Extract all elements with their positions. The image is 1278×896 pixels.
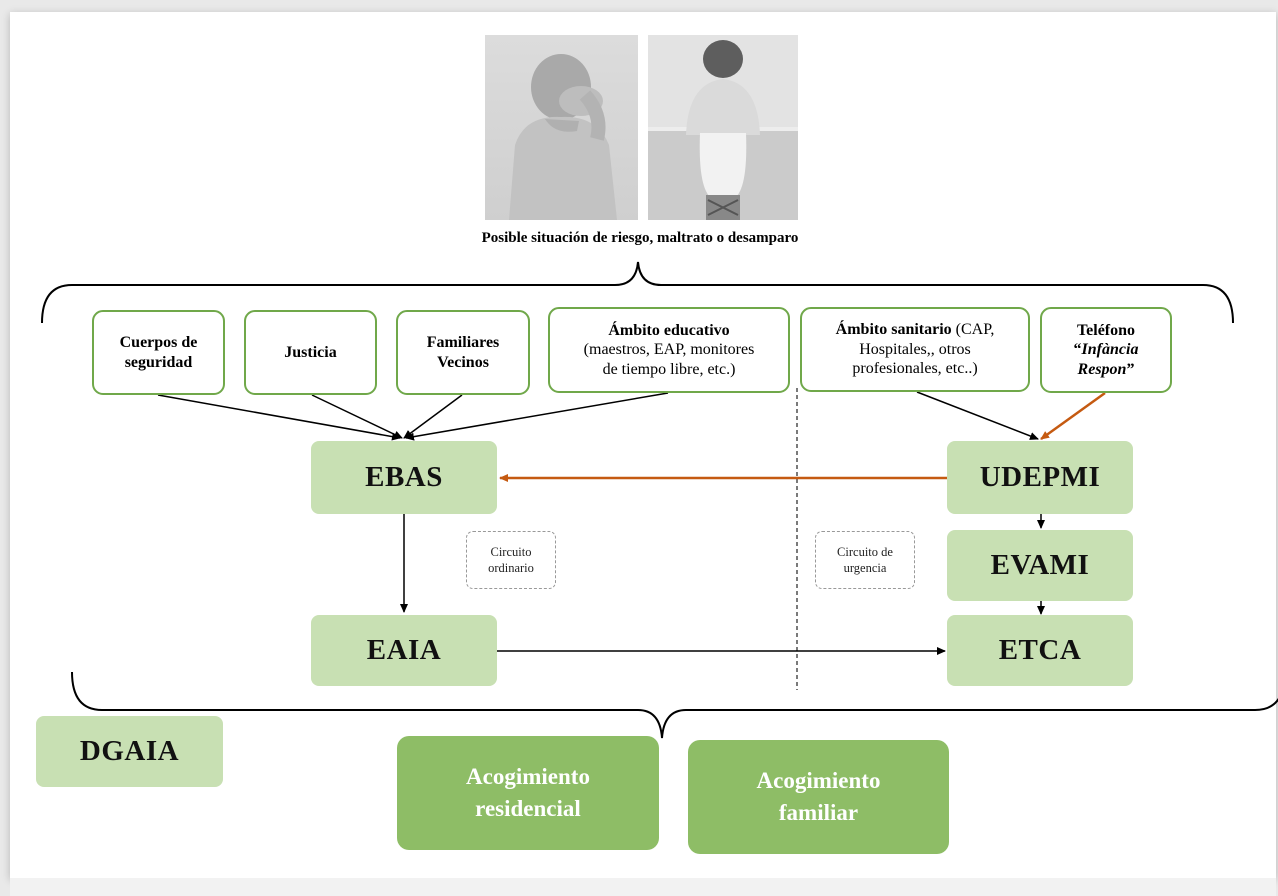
source-justice: Justicia <box>244 310 377 395</box>
team-eaia: EAIA <box>311 615 497 686</box>
photo-child-covering-ears <box>485 35 638 220</box>
photo-child-covering-ears-image <box>509 54 617 220</box>
team-evami: EVAMI <box>947 530 1133 601</box>
source-education: Ámbito educativo(maestros, EAP, monitore… <box>548 307 790 393</box>
top-brace <box>41 261 1234 324</box>
team-etca: ETCA <box>947 615 1133 686</box>
source-health: Ámbito sanitario (CAP,Hospitales,, otros… <box>800 307 1030 392</box>
team-dgaia: DGAIA <box>36 716 223 787</box>
arrow-family-to-ebas <box>403 394 463 439</box>
arrow-justice-to-ebas <box>311 394 403 439</box>
arrow-police-to-ebas <box>157 394 401 441</box>
arrow-education-to-ebas <box>405 392 669 441</box>
bottom-brace <box>71 671 1278 739</box>
page-bottom-strip <box>10 878 1276 896</box>
team-ebas: EBAS <box>311 441 497 514</box>
photo-child-at-table <box>648 35 798 220</box>
team-udepmi: UDEPMI <box>947 441 1133 514</box>
diagram-caption: Posible situación de riesgo, maltrato o … <box>481 230 799 246</box>
photo-child-at-table-image <box>648 35 798 220</box>
arrow-phone-to-udepmi <box>1040 391 1106 441</box>
arrow-health-to-udepmi <box>916 391 1039 440</box>
